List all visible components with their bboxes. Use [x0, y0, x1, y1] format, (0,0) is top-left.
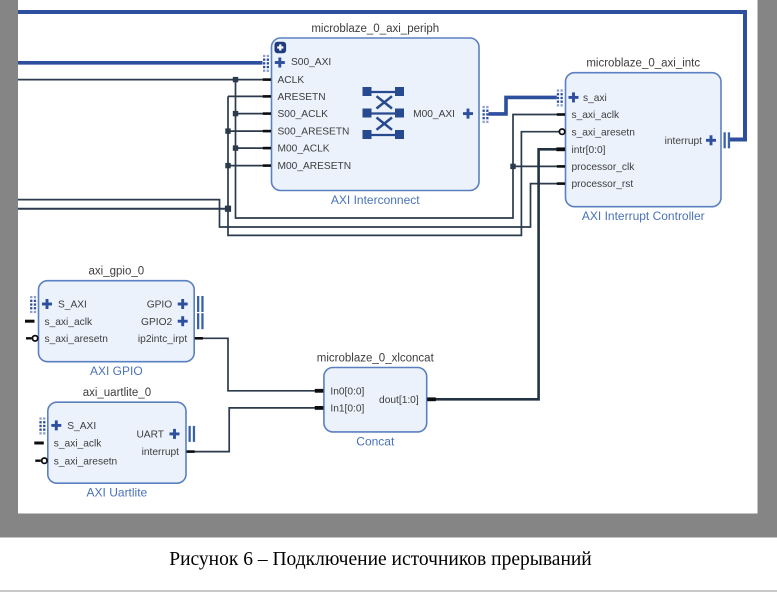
svg-text:s_axi_aresetn: s_axi_aresetn	[572, 127, 635, 138]
svg-text:UART: UART	[136, 430, 164, 441]
svg-text:ACLK: ACLK	[278, 75, 305, 86]
svg-text:S_AXI: S_AXI	[58, 300, 87, 311]
svg-text:interrupt: interrupt	[665, 136, 703, 147]
svg-text:intr[0:0]: intr[0:0]	[572, 145, 606, 156]
svg-text:s_axi: s_axi	[583, 93, 607, 104]
svg-text:interrupt: interrupt	[142, 447, 180, 458]
svg-text:Concat: Concat	[356, 434, 395, 448]
svg-text:dout[1:0]: dout[1:0]	[379, 395, 419, 406]
svg-text:axi_gpio_0: axi_gpio_0	[89, 266, 145, 278]
svg-text:S00_AXI: S00_AXI	[291, 57, 331, 68]
svg-text:In0[0:0]: In0[0:0]	[330, 386, 364, 397]
svg-text:ip2intc_irpt: ip2intc_irpt	[138, 334, 187, 345]
svg-text:GPIO2: GPIO2	[141, 317, 172, 328]
svg-text:Рисунок 6 – Подключение источн: Рисунок 6 – Подключение источников преры…	[169, 549, 592, 570]
svg-text:M00_AXI: M00_AXI	[413, 109, 455, 120]
svg-text:microblaze_0_axi_periph: microblaze_0_axi_periph	[311, 23, 439, 35]
svg-text:S00_ACLK: S00_ACLK	[278, 109, 329, 120]
svg-text:S_AXI: S_AXI	[67, 421, 96, 432]
svg-text:processor_rst: processor_rst	[572, 179, 634, 190]
svg-text:processor_clk: processor_clk	[572, 162, 636, 173]
svg-text:GPIO: GPIO	[147, 300, 173, 311]
svg-text:s_axi_aresetn: s_axi_aresetn	[54, 456, 117, 467]
svg-text:AXI Interconnect: AXI Interconnect	[331, 193, 420, 207]
svg-text:axi_uartlite_0: axi_uartlite_0	[83, 387, 151, 399]
svg-text:s_axi_aclk: s_axi_aclk	[54, 439, 102, 450]
svg-text:M00_ARESETN: M00_ARESETN	[278, 161, 352, 172]
svg-text:S00_ARESETN: S00_ARESETN	[278, 127, 350, 138]
svg-text:s_axi_aresetn: s_axi_aresetn	[45, 334, 108, 345]
svg-text:ARESETN: ARESETN	[278, 92, 326, 103]
svg-text:microblaze_0_xlconcat: microblaze_0_xlconcat	[317, 353, 435, 365]
svg-text:In1[0:0]: In1[0:0]	[330, 404, 364, 415]
svg-text:s_axi_aclk: s_axi_aclk	[45, 317, 93, 328]
svg-text:M00_ACLK: M00_ACLK	[278, 144, 330, 155]
svg-text:AXI Interrupt Controller: AXI Interrupt Controller	[582, 209, 705, 223]
svg-text:AXI Uartlite: AXI Uartlite	[87, 486, 148, 500]
svg-text:s_axi_aclk: s_axi_aclk	[572, 110, 620, 121]
svg-text:microblaze_0_axi_intc: microblaze_0_axi_intc	[586, 58, 700, 70]
svg-text:AXI GPIO: AXI GPIO	[90, 364, 143, 378]
